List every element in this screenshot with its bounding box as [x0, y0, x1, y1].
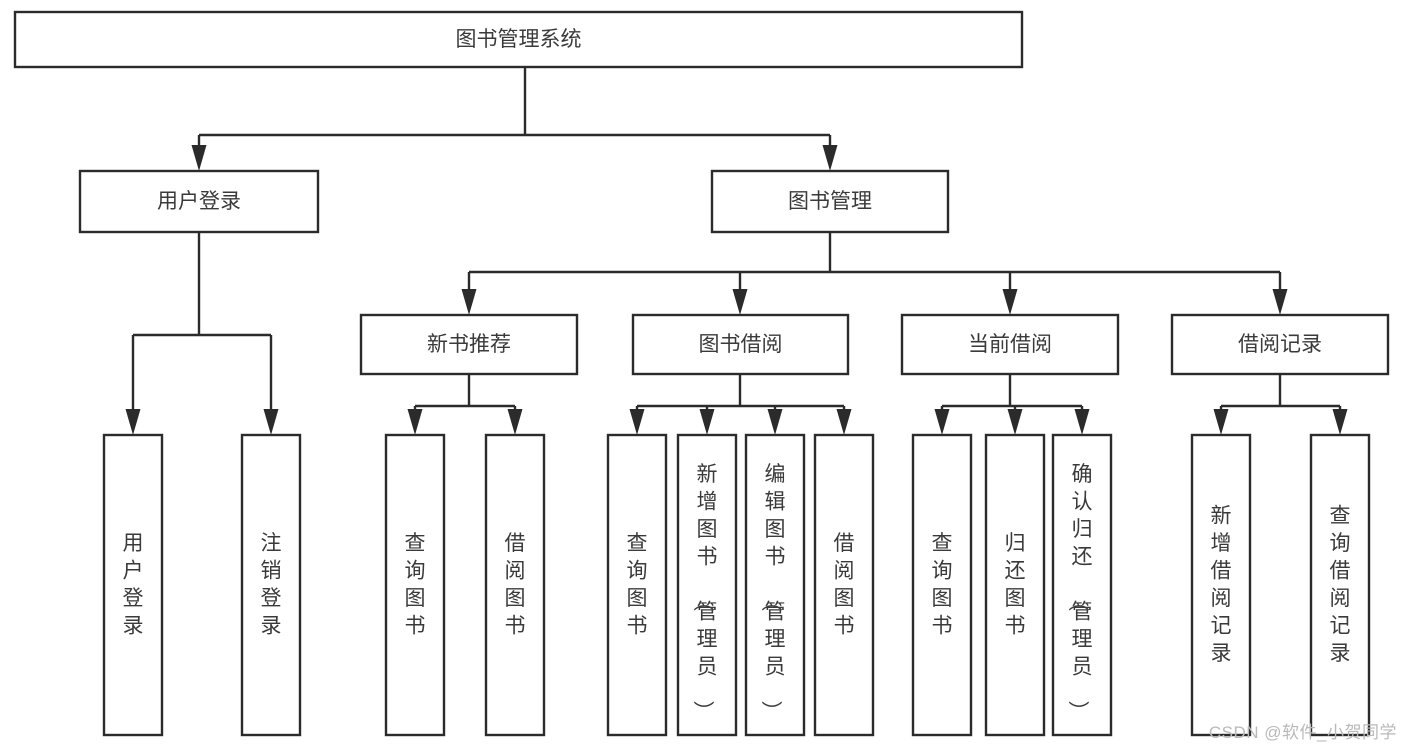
arrow-head-icon: [629, 409, 645, 435]
node-box[interactable]: [359, 313, 579, 376]
node-box[interactable]: [102, 433, 164, 737]
arrow-head-icon: [507, 409, 523, 435]
node-box[interactable]: [676, 433, 738, 737]
arrow-head-icon: [1272, 289, 1288, 315]
node-label: 图书借阅: [699, 333, 783, 356]
node-box[interactable]: [484, 433, 546, 737]
node-label: 新书推荐: [427, 333, 511, 356]
arrow-head-icon: [191, 145, 207, 171]
node-leaf-edit-book[interactable]: 编辑图书（管理员）: [744, 433, 806, 737]
arrow-head-icon: [767, 409, 783, 435]
node-box[interactable]: [78, 169, 320, 234]
arrow-head-icon: [1213, 409, 1229, 435]
node-leaf-return-book[interactable]: 归还图书: [984, 433, 1046, 737]
node-label: 新增借阅记录: [1211, 504, 1232, 665]
node-box[interactable]: [384, 433, 446, 737]
arrow-head-icon: [1007, 409, 1023, 435]
node-box[interactable]: [240, 433, 302, 737]
node-label: 当前借阅: [968, 333, 1052, 356]
node-label: 新增图书（管理员）: [692, 463, 718, 722]
node-label: 用户登录: [123, 531, 144, 637]
node-box[interactable]: [744, 433, 806, 737]
node-box[interactable]: [911, 433, 973, 737]
arrow-head-icon: [836, 409, 852, 435]
node-label: 查询图书: [627, 531, 648, 637]
connector-edge-root-level1: [191, 67, 838, 171]
node-leaf-user-logout[interactable]: 注销登录: [240, 433, 302, 737]
node-book-manage[interactable]: 图书管理: [710, 169, 950, 234]
node-label: 图书管理系统: [456, 28, 582, 51]
node-leaf-query-book-1[interactable]: 查询图书: [384, 433, 446, 737]
connector-edge-userlogin-leaves: [125, 232, 279, 435]
node-leaf-query-book-3[interactable]: 查询图书: [911, 433, 973, 737]
node-box[interactable]: [631, 313, 850, 376]
node-box[interactable]: [900, 313, 1120, 376]
node-label: 借阅图书: [505, 531, 526, 637]
arrow-head-icon: [1074, 409, 1090, 435]
arrow-head-icon: [461, 289, 477, 315]
arrow-head-icon: [263, 409, 279, 435]
node-leaf-confirm-return[interactable]: 确认归还（管理员）: [1051, 433, 1113, 737]
node-layer: 图书管理系统用户登录图书管理新书推荐图书借阅当前借阅借阅记录用户登录注销登录查询…: [13, 10, 1390, 737]
node-box[interactable]: [1190, 433, 1252, 737]
arrow-head-icon: [732, 289, 748, 315]
arrow-head-icon: [822, 145, 838, 171]
connector-layer: [125, 67, 1348, 435]
arrow-head-icon: [125, 409, 141, 435]
node-label: 图书管理: [788, 190, 872, 213]
node-box[interactable]: [606, 433, 668, 737]
node-label: 归还图书: [1005, 531, 1026, 637]
node-leaf-borrow-book-1[interactable]: 借阅图书: [484, 433, 546, 737]
node-label: 用户登录: [157, 190, 241, 213]
node-label: 借阅图书: [834, 531, 855, 637]
node-box[interactable]: [984, 433, 1046, 737]
connector-edge-borrowrecord-leaves: [1213, 374, 1348, 435]
node-box[interactable]: [1309, 433, 1371, 737]
arrow-head-icon: [1332, 409, 1348, 435]
node-label: 编辑图书（管理员）: [760, 463, 786, 722]
node-box[interactable]: [1051, 433, 1113, 737]
node-leaf-query-book-2[interactable]: 查询图书: [606, 433, 668, 737]
connector-edge-bookmanage-level2: [461, 232, 1288, 315]
node-box[interactable]: [710, 169, 950, 234]
node-label: 借阅记录: [1238, 333, 1322, 356]
arrow-head-icon: [1002, 289, 1018, 315]
node-leaf-borrow-book-2[interactable]: 借阅图书: [813, 433, 875, 737]
node-box[interactable]: [813, 433, 875, 737]
node-user-login[interactable]: 用户登录: [78, 169, 320, 234]
node-leaf-user-login[interactable]: 用户登录: [102, 433, 164, 737]
node-leaf-add-record[interactable]: 新增借阅记录: [1190, 433, 1252, 737]
node-label: 查询借阅记录: [1330, 504, 1351, 665]
arrow-head-icon: [407, 409, 423, 435]
node-borrow-record[interactable]: 借阅记录: [1170, 313, 1390, 376]
connector-edge-bookborrow-leaves: [629, 374, 852, 435]
node-leaf-add-book[interactable]: 新增图书（管理员）: [676, 433, 738, 737]
connector-edge-currentborrow-leaves: [934, 374, 1090, 435]
node-box[interactable]: [13, 10, 1024, 69]
node-new-book-rec[interactable]: 新书推荐: [359, 313, 579, 376]
node-current-borrow[interactable]: 当前借阅: [900, 313, 1120, 376]
node-label: 查询图书: [932, 531, 953, 637]
arrow-head-icon: [934, 409, 950, 435]
node-leaf-query-record[interactable]: 查询借阅记录: [1309, 433, 1371, 737]
node-root[interactable]: 图书管理系统: [13, 10, 1024, 69]
connector-edge-newbook-leaves: [407, 374, 523, 435]
arrow-head-icon: [699, 409, 715, 435]
node-book-borrow[interactable]: 图书借阅: [631, 313, 850, 376]
node-label: 注销登录: [261, 531, 282, 637]
node-box[interactable]: [1170, 313, 1390, 376]
node-label: 确认归还（管理员）: [1067, 463, 1093, 722]
node-label: 查询图书: [405, 531, 426, 637]
